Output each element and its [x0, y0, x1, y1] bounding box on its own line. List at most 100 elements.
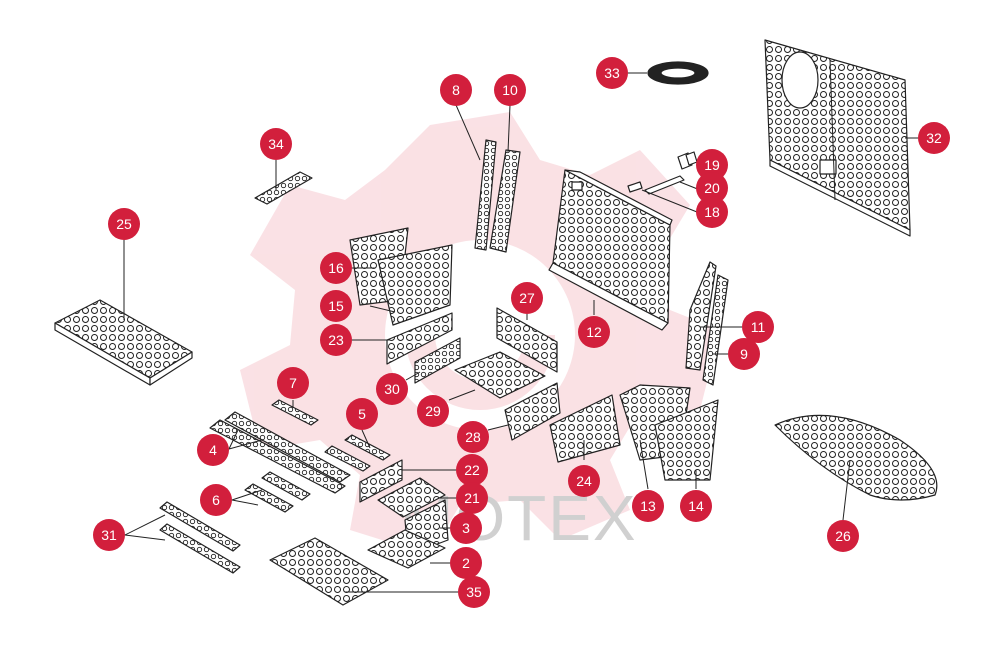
callout-7[interactable]: 7 [277, 367, 309, 399]
part-29 [454, 351, 546, 399]
svg-text:2: 2 [462, 555, 470, 571]
part-33-gasket [647, 61, 709, 85]
callouts: 33 8 10 34 19 20 18 32 25 16 15 27 12 23… [93, 57, 950, 608]
callout-33[interactable]: 33 [596, 57, 628, 89]
callout-6[interactable]: 6 [200, 484, 232, 516]
svg-text:9: 9 [740, 346, 748, 362]
svg-text:12: 12 [586, 324, 602, 340]
part-15 [377, 244, 453, 326]
callout-20[interactable]: 20 [696, 172, 728, 204]
part-34 [254, 171, 313, 205]
part-7 [271, 399, 319, 426]
callout-26[interactable]: 26 [827, 520, 859, 552]
svg-text:15: 15 [328, 298, 344, 314]
callout-2[interactable]: 2 [450, 547, 482, 579]
svg-text:10: 10 [502, 82, 518, 98]
part-5a [344, 434, 391, 461]
callout-31[interactable]: 31 [93, 519, 125, 551]
svg-text:7: 7 [289, 375, 297, 391]
svg-text:22: 22 [464, 462, 480, 478]
callout-21[interactable]: 21 [456, 482, 488, 514]
callout-5[interactable]: 5 [346, 398, 378, 430]
part-31a [159, 501, 241, 552]
part-27 [496, 307, 558, 373]
part-32-rear-panel [764, 39, 911, 237]
callout-9[interactable]: 9 [728, 338, 760, 370]
svg-text:5: 5 [358, 406, 366, 422]
svg-text:33: 33 [604, 65, 620, 81]
part-30 [414, 337, 461, 384]
callout-10[interactable]: 10 [494, 74, 526, 106]
svg-text:8: 8 [452, 82, 460, 98]
callout-27[interactable]: 27 [511, 282, 543, 314]
callout-13[interactable]: 13 [632, 490, 664, 522]
part-21 [377, 477, 446, 518]
svg-text:30: 30 [384, 381, 400, 397]
part-23 [386, 312, 453, 365]
callout-4[interactable]: 4 [197, 434, 229, 466]
part-6a [261, 471, 311, 501]
part-35 [269, 537, 389, 606]
callout-24[interactable]: 24 [568, 465, 600, 497]
part-8 [474, 139, 497, 251]
part-4b [209, 419, 346, 494]
part-12-panel [548, 169, 673, 331]
svg-text:6: 6 [212, 492, 220, 508]
callout-14[interactable]: 14 [680, 490, 712, 522]
svg-text:27: 27 [519, 290, 535, 306]
callout-34[interactable]: 34 [260, 128, 292, 160]
leader-lines [123, 72, 918, 593]
callout-22[interactable]: 22 [456, 454, 488, 486]
callout-3[interactable]: 3 [450, 512, 482, 544]
svg-text:13: 13 [640, 498, 656, 514]
svg-text:19: 19 [704, 157, 720, 173]
callout-23[interactable]: 23 [320, 324, 352, 356]
part-24 [549, 394, 621, 463]
part-9 [702, 274, 729, 386]
svg-text:29: 29 [425, 403, 441, 419]
callout-16[interactable]: 16 [320, 252, 352, 284]
callout-32[interactable]: 32 [918, 122, 950, 154]
part-10 [489, 149, 521, 253]
callout-28[interactable]: 28 [457, 421, 489, 453]
svg-text:25: 25 [116, 216, 132, 232]
svg-text:31: 31 [101, 527, 117, 543]
callout-18[interactable]: 18 [696, 196, 728, 228]
svg-text:20: 20 [704, 180, 720, 196]
callout-29[interactable]: 29 [417, 395, 449, 427]
parts [54, 39, 938, 606]
callout-30[interactable]: 30 [376, 373, 408, 405]
part-2 [367, 529, 446, 569]
callout-35[interactable]: 35 [458, 576, 490, 608]
svg-text:23: 23 [328, 332, 344, 348]
svg-text:28: 28 [465, 429, 481, 445]
part-26 [774, 414, 938, 501]
callout-15[interactable]: 15 [320, 290, 352, 322]
svg-text:21: 21 [464, 490, 480, 506]
part-28 [504, 382, 561, 441]
callout-19[interactable]: 19 [696, 149, 728, 181]
part-25-tray [54, 299, 193, 386]
callout-25[interactable]: 25 [108, 208, 140, 240]
svg-text:18: 18 [704, 204, 720, 220]
svg-text:4: 4 [209, 442, 217, 458]
svg-text:3: 3 [462, 520, 470, 536]
svg-text:26: 26 [835, 528, 851, 544]
svg-text:24: 24 [576, 473, 592, 489]
part-14 [654, 399, 719, 481]
callout-8[interactable]: 8 [440, 74, 472, 106]
part-4a [224, 411, 351, 483]
svg-text:16: 16 [328, 260, 344, 276]
svg-text:34: 34 [268, 136, 284, 152]
part-11 [685, 261, 717, 371]
svg-text:14: 14 [688, 498, 704, 514]
part-6b [244, 483, 294, 513]
svg-text:32: 32 [926, 130, 942, 146]
callout-11[interactable]: 11 [742, 311, 774, 343]
callout-12[interactable]: 12 [578, 316, 610, 348]
svg-text:11: 11 [751, 319, 766, 335]
svg-text:35: 35 [466, 584, 482, 600]
part-5b [324, 445, 371, 472]
part-31b [159, 523, 241, 574]
